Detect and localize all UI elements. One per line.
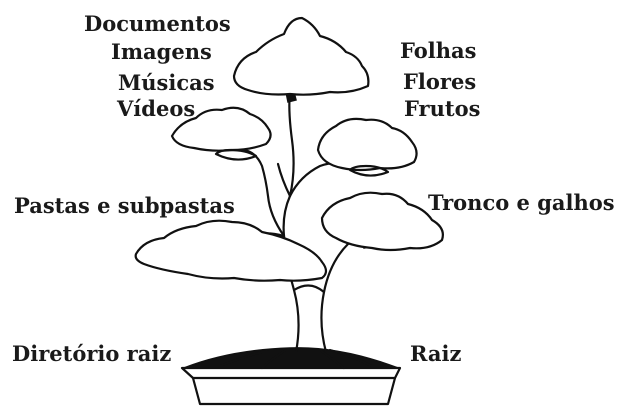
soil-mound (183, 347, 399, 369)
label-videos: Vídeos (117, 96, 196, 121)
label-tronco-e-galhos: Tronco e galhos (428, 190, 615, 215)
foliage-right-middle (316, 117, 418, 172)
label-folhas: Folhas (400, 38, 477, 63)
foliage-right-lower (320, 191, 444, 252)
foliage-left-middle (170, 106, 272, 152)
foliage-left-lower (134, 219, 328, 282)
label-raiz: Raiz (410, 341, 462, 366)
tree-roots (218, 348, 374, 370)
label-diretorio-raiz: Diretório raiz (12, 341, 172, 366)
label-imagens: Imagens (111, 39, 212, 64)
label-pastas-e-subpastas: Pastas e subpastas (14, 193, 235, 218)
label-flores: Flores (403, 69, 477, 94)
foliage-top (232, 16, 370, 96)
label-musicas: Músicas (118, 70, 215, 95)
label-frutos: Frutos (404, 96, 481, 121)
tree-trunk (282, 90, 300, 354)
bonsai-pot (180, 366, 402, 406)
label-documentos: Documentos (84, 11, 231, 36)
